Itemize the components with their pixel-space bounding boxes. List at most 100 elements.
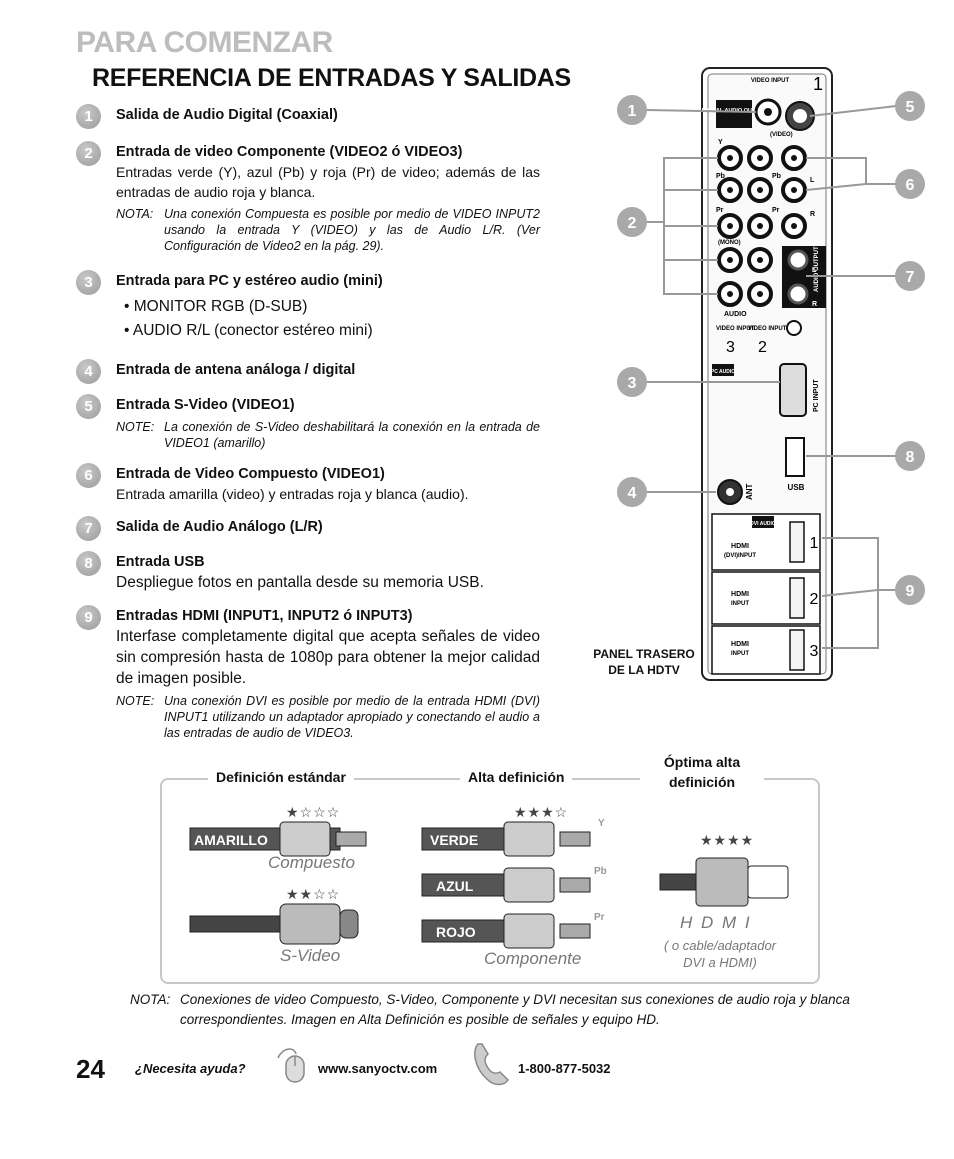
svg-text:USB: USB: [788, 483, 805, 492]
phone-icon: [474, 1043, 509, 1086]
item-title: Entrada S-Video (VIDEO1): [116, 397, 295, 413]
number-badge: 2: [76, 141, 101, 166]
list-item-8: 8 Entrada USB Despliegue fotos en pantal…: [76, 551, 540, 593]
item-note: NOTA: Una conexión Compuesta es posible …: [116, 206, 540, 254]
number-badge: 9: [76, 605, 101, 630]
svg-text:3: 3: [726, 339, 735, 356]
list-item-4: 4 Entrada de antena análoga / digital: [76, 359, 540, 384]
pc-audio-jack: [786, 320, 802, 336]
svg-text:R: R: [812, 301, 817, 308]
svg-text:AUDIO OUTPUT: AUDIO OUTPUT: [814, 246, 820, 292]
component-jacks: [717, 145, 807, 307]
bullet-list: • MONITOR RGB (D-SUB) • AUDIO R/L (conec…: [116, 295, 540, 343]
digital-audio-label-box: [716, 100, 752, 128]
list-item-2: 2 Entrada de video Componente (VIDEO2 ó …: [76, 141, 540, 254]
label-svideo: S-Video: [280, 946, 341, 965]
list-item-6: 6 Entrada de Video Compuesto (VIDEO1) En…: [76, 463, 540, 504]
svg-text:Pr: Pr: [772, 207, 780, 214]
list-item-5: 5 Entrada S-Video (VIDEO1) NOTE: La cone…: [76, 394, 540, 451]
svg-text:8: 8: [906, 449, 915, 466]
svg-text:Y: Y: [718, 139, 723, 146]
svg-text:PC INPUT: PC INPUT: [813, 379, 820, 412]
svg-text:VIDEO INPUT: VIDEO INPUT: [748, 326, 787, 332]
svg-text:1: 1: [810, 535, 819, 552]
label-hdmi-note: ( o cable/adaptador DVI a HDMI): [663, 938, 777, 970]
rating-stars-hdmi: ★★★★: [700, 832, 755, 848]
connection-list: 1 Salida de Audio Digital (Coaxial) 2 En…: [76, 104, 540, 751]
svg-text:(VIDEO): (VIDEO): [770, 132, 793, 138]
label-standard-definition: Definición estándar: [208, 769, 354, 785]
svg-text:2: 2: [628, 215, 637, 232]
item-description: Entrada amarilla (video) y entradas roja…: [116, 486, 469, 502]
rating-stars-component: ★★★☆: [514, 804, 569, 820]
svg-text:R: R: [810, 211, 815, 218]
svg-text:4: 4: [628, 485, 637, 502]
vga-port: [779, 363, 807, 417]
number-badge: 4: [76, 359, 101, 384]
item-description: Despliegue fotos en pantalla desde su me…: [116, 574, 484, 591]
label-hdmi: H D M I: [680, 913, 752, 932]
item-description: Entradas verde (Y), azul (Pb) y roja (Pr…: [116, 164, 540, 200]
svg-text:PC AUDIO: PC AUDIO: [711, 369, 735, 375]
svg-text:HDMI: HDMI: [731, 641, 749, 648]
rating-stars-svideo: ★★☆☆: [286, 886, 341, 902]
label-high-definition: Alta definición: [460, 769, 573, 785]
number-badge: 5: [76, 394, 101, 419]
item-title: Salida de Audio Análogo (L/R): [116, 519, 323, 535]
list-item-1: 1 Salida de Audio Digital (Coaxial): [76, 104, 540, 129]
rating-stars-composite: ★☆☆☆: [286, 804, 341, 820]
bullet-item: • MONITOR RGB (D-SUB): [124, 298, 308, 315]
svg-text:Pr: Pr: [594, 912, 605, 923]
item-title: Entrada de Video Compuesto (VIDEO1): [116, 466, 385, 482]
video-input-1-label: VIDEO INPUT: [751, 78, 790, 84]
item-title: Salida de Audio Digital (Coaxial): [116, 107, 338, 123]
label-compuesto: Compuesto: [268, 853, 355, 872]
number-badge: 7: [76, 516, 101, 541]
svg-text:1: 1: [628, 103, 637, 120]
note-label: NOTA:: [116, 207, 154, 221]
svg-text:5: 5: [906, 99, 915, 116]
page-number: 24: [76, 1054, 105, 1084]
note-text: La conexión de S-Video deshabilitará la …: [164, 420, 540, 450]
note-text: Una conexión Compuesta es posible por me…: [164, 207, 540, 253]
number-badge: 8: [76, 551, 101, 576]
label-optimal-definition: Óptima alta definición: [640, 752, 764, 792]
svg-text:ANT: ANT: [745, 483, 754, 500]
note-label: NOTE:: [116, 694, 155, 708]
number-badge: 6: [76, 463, 101, 488]
item-title: Entrada de antena análoga / digital: [116, 362, 356, 378]
svg-text:6: 6: [906, 177, 915, 194]
help-text: ¿Necesita ayuda?: [135, 1061, 246, 1076]
bullet-item: • AUDIO R/L (conector estéreo mini): [124, 322, 373, 339]
component-cable-green: VERDE Y: [421, 818, 605, 857]
note-label: NOTE:: [116, 420, 155, 434]
svg-text:9: 9: [906, 583, 915, 600]
rear-panel-diagram: DIGITAL AUDIO OUTPUT VIDEO INPUT 1 (VIDE…: [617, 67, 925, 681]
note-label: NOTA:: [130, 992, 171, 1007]
svg-text:AMARILLO: AMARILLO: [194, 832, 268, 848]
label-componente: Componente: [484, 949, 582, 968]
website-link[interactable]: www.sanyoctv.com: [318, 1061, 438, 1076]
page-title: REFERENCIA DE ENTRADAS Y SALIDAS: [92, 64, 571, 92]
svg-text:DVI AUDIO: DVI AUDIO: [750, 521, 776, 527]
video-input-1-num: 1: [813, 74, 823, 94]
item-description: Interfase completamente digital que acep…: [116, 628, 540, 687]
svg-text:INPUT: INPUT: [731, 651, 749, 657]
page-footer: 24 ¿Necesita ayuda? www.sanyoctv.com 1-8…: [0, 1043, 954, 1090]
list-item-7: 7 Salida de Audio Análogo (L/R): [76, 516, 540, 541]
svg-text:Pb: Pb: [716, 173, 725, 180]
list-item-3: 3 Entrada para PC y estéreo audio (mini)…: [76, 270, 540, 343]
callout-badges: 1 2 3 4 5 6 7 8 9: [617, 91, 925, 605]
list-item-9: 9 Entradas HDMI (INPUT1, INPUT2 ó INPUT3…: [76, 605, 540, 741]
pc-audio-label-box: [712, 364, 734, 376]
component-cable-blue: AZUL Pb: [421, 866, 607, 903]
item-title: Entrada USB: [116, 554, 205, 570]
svg-text:AZUL: AZUL: [436, 878, 474, 894]
svg-text:ROJO: ROJO: [436, 924, 476, 940]
cable-illustrations: AMARILLO VERDE Y AZUL Pb ROJO Pr: [189, 818, 789, 949]
number-badge: 3: [76, 270, 101, 295]
usb-port: [785, 437, 805, 477]
svg-text:3: 3: [628, 375, 637, 392]
item-note: NOTE: Una conexión DVI es posible por me…: [116, 693, 540, 741]
svg-text:2: 2: [810, 591, 819, 608]
